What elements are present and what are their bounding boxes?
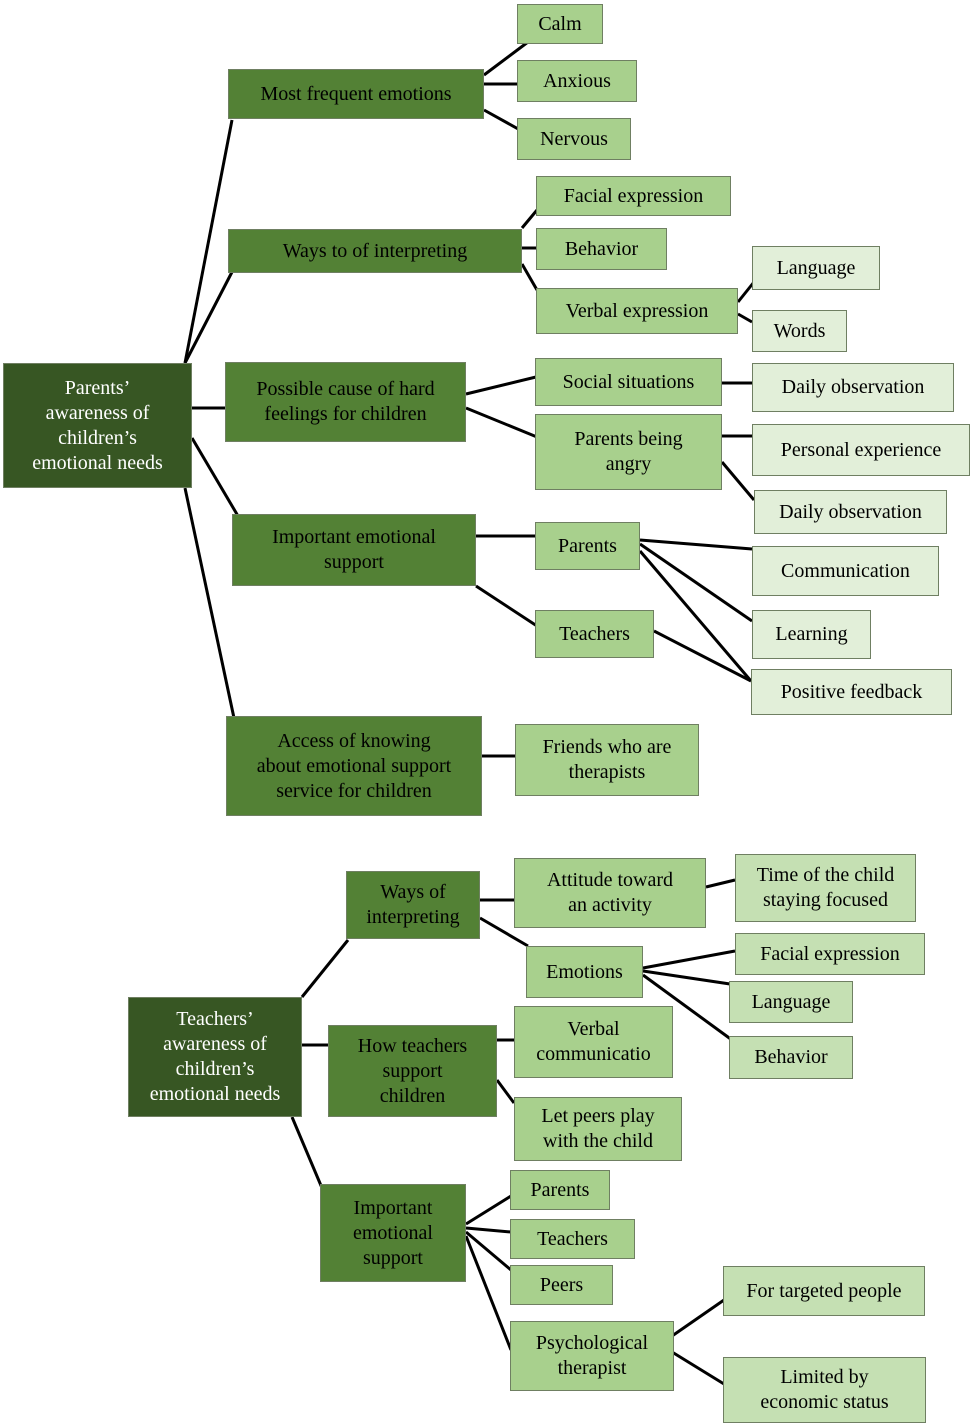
- leaf-peers: Peers: [510, 1265, 613, 1305]
- leaf-friends-who-are-therapists: Friends who are therapists: [515, 724, 699, 796]
- node-teachers: Teachers: [535, 610, 654, 658]
- leaf-language-teacher: Language: [729, 981, 853, 1023]
- leaf-time-child-focused: Time of the child staying focused: [735, 854, 916, 922]
- connector: [642, 969, 731, 986]
- leaf-daily-observation-angry: Daily observation: [754, 490, 947, 534]
- connector: [638, 550, 753, 682]
- leaf-calm: Calm: [517, 4, 603, 44]
- leaf-words: Words: [752, 310, 847, 352]
- leaf-behavior-teacher: Behavior: [729, 1036, 853, 1079]
- node-social-situations: Social situations: [535, 358, 722, 406]
- connector: [653, 629, 752, 683]
- parents-root-node: Parents’ awareness of children’s emotion…: [3, 363, 192, 488]
- connector: [465, 1230, 512, 1272]
- connector: [464, 1235, 513, 1351]
- leaf-learning: Learning: [752, 610, 871, 659]
- connector: [495, 1079, 516, 1104]
- node-verbal-expression: Verbal expression: [536, 288, 738, 334]
- node-teachers-important-support: Important emotional support: [320, 1184, 466, 1282]
- leaf-teachers-teacher: Teachers: [510, 1219, 635, 1259]
- connector: [642, 949, 736, 970]
- node-access-of-knowing: Access of knowing about emotional suppor…: [226, 716, 482, 816]
- node-parents: Parents: [535, 522, 640, 570]
- leaf-let-peers-play: Let peers play with the child: [514, 1097, 682, 1161]
- connector: [720, 461, 756, 501]
- leaf-limited-by-economic-status: Limited by economic status: [723, 1357, 926, 1423]
- connector: [479, 916, 529, 948]
- node-parents-being-angry: Parents being angry: [535, 414, 722, 490]
- connector: [300, 939, 350, 998]
- teachers-root-node: Teachers’ awareness of children’s emotio…: [128, 997, 302, 1117]
- connector: [183, 271, 234, 364]
- connector: [639, 538, 753, 551]
- node-psychological-therapist: Psychological therapist: [510, 1321, 674, 1391]
- connector: [183, 119, 234, 364]
- connector: [671, 1350, 725, 1386]
- node-possible-cause: Possible cause of hard feelings for chil…: [225, 362, 466, 442]
- connector: [465, 406, 538, 439]
- node-most-frequent-emotions: Most frequent emotions: [228, 69, 484, 119]
- connector: [705, 878, 736, 889]
- connector: [639, 542, 753, 623]
- connector: [520, 209, 539, 229]
- leaf-daily-observation-social: Daily observation: [752, 363, 954, 412]
- connector: [465, 375, 537, 396]
- leaf-anxious: Anxious: [517, 60, 637, 102]
- connector: [737, 312, 753, 324]
- connector: [190, 437, 240, 517]
- node-important-emotional-support: Important emotional support: [232, 514, 476, 586]
- node-attitude-toward-activity: Attitude toward an activity: [514, 858, 706, 928]
- node-how-teachers-support: How teachers support children: [328, 1025, 497, 1117]
- leaf-positive-feedback: Positive feedback: [751, 669, 952, 715]
- leaf-for-targeted-people: For targeted people: [723, 1266, 925, 1316]
- connector: [642, 973, 733, 1042]
- connector: [483, 108, 521, 132]
- leaf-nervous: Nervous: [517, 118, 631, 160]
- leaf-verbal-communication: Verbal communicatio: [514, 1006, 673, 1078]
- connector: [520, 263, 539, 291]
- node-emotions: Emotions: [526, 946, 643, 998]
- node-ways-of-interpreting: Ways of interpreting: [346, 871, 480, 939]
- leaf-personal-experience: Personal experience: [752, 424, 970, 476]
- leaf-facial-expression: Facial expression: [536, 176, 731, 216]
- leaf-facial-expression-teacher: Facial expression: [735, 933, 925, 975]
- connector: [671, 1298, 725, 1338]
- leaf-behavior: Behavior: [536, 228, 667, 270]
- connector: [290, 1116, 324, 1189]
- connector: [465, 1226, 512, 1234]
- connector: [483, 40, 529, 77]
- connector: [465, 1194, 512, 1226]
- node-ways-to-of-interpreting: Ways to of interpreting: [228, 229, 522, 273]
- connector: [183, 487, 236, 719]
- leaf-communication: Communication: [752, 546, 939, 596]
- leaf-language: Language: [752, 246, 880, 290]
- leaf-parents-teacher: Parents: [510, 1170, 610, 1210]
- connector: [736, 281, 756, 303]
- connector: [475, 584, 538, 628]
